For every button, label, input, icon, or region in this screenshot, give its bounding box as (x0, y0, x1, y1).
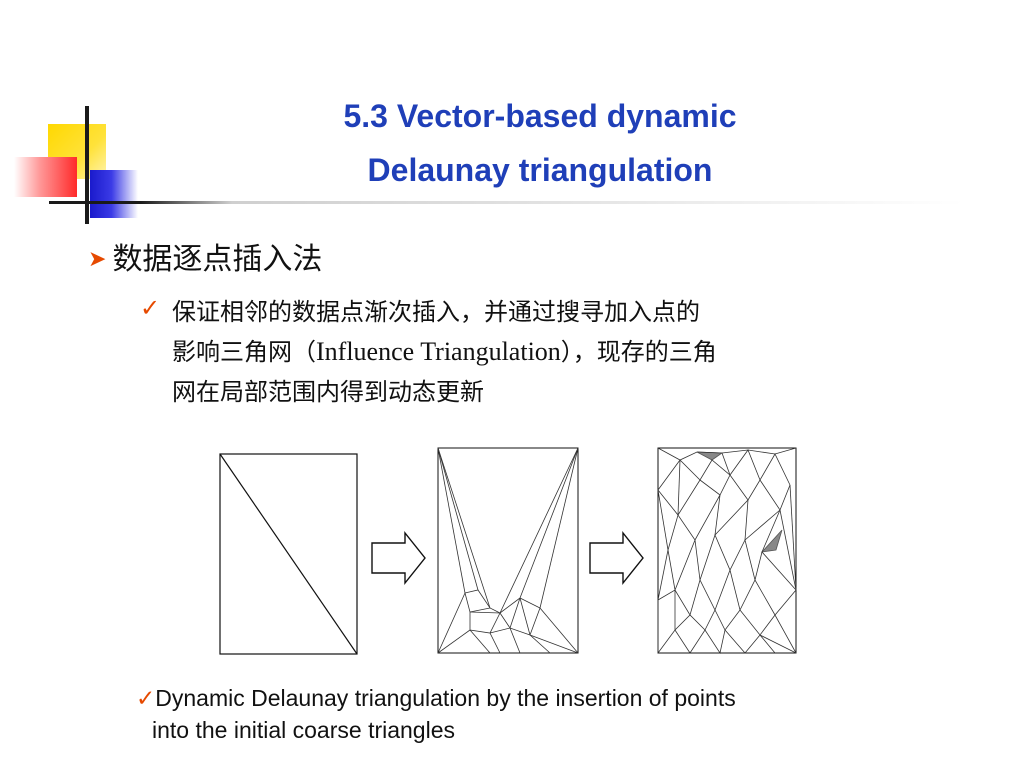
coarse-diagonal (219, 453, 358, 655)
partial-triangulation-figure (437, 447, 579, 654)
arrow-right-icon (589, 531, 644, 585)
logo-vertical-line (85, 106, 89, 224)
refined-boundary (657, 447, 797, 654)
caption-line-1-text: Dynamic Delaunay triangulation by the in… (155, 685, 736, 711)
sub-bullet-line-2: 影响三角网（Influence Triangulation），现存的三角 (172, 332, 952, 372)
title-underline (49, 201, 964, 204)
triangulation-figures (219, 447, 797, 655)
sub-bullet-line-2-latin: Influence Triangulation (316, 337, 561, 366)
sub-bullet-line-2-post: ），现存的三角 (560, 338, 717, 366)
slide-title-line-2: Delaunay triangulation (367, 152, 713, 188)
caption-line-2: into the initial coarse triangles (152, 717, 455, 743)
sub-bullet-line-2-pre: 影响三角网（ (172, 338, 316, 366)
arrow-right-icon (371, 531, 426, 585)
logo-blue-square (90, 170, 138, 218)
figure-caption: ✓Dynamic Delaunay triangulation by the i… (136, 682, 736, 746)
bullet-text: 数据逐点插入法 (112, 242, 323, 277)
caption-line-1: ✓Dynamic Delaunay triangulation by the i… (136, 682, 736, 714)
check-icon: ✓ (140, 294, 161, 322)
partial-boundary (437, 447, 579, 654)
coarse-triangulation-figure (219, 453, 358, 655)
slide-title-line-1: 5.3 Vector-based dynamic (343, 98, 737, 134)
sub-bullet-line-3: 网在局部范围内得到动态更新 (172, 378, 484, 406)
refined-triangulation-figure (657, 447, 797, 655)
bullet-item: ➤数据逐点插入法 (88, 234, 322, 278)
sub-bullet-text: 保证相邻的数据点渐次插入，并通过搜寻加入点的 影响三角网（Influence T… (172, 292, 952, 412)
logo-red-square (14, 157, 77, 197)
sub-bullet-line-1: 保证相邻的数据点渐次插入，并通过搜寻加入点的 (172, 298, 700, 326)
coarse-boundary (219, 453, 358, 655)
arrow-bullet-icon: ➤ (88, 247, 107, 272)
check-icon: ✓ (136, 685, 156, 711)
